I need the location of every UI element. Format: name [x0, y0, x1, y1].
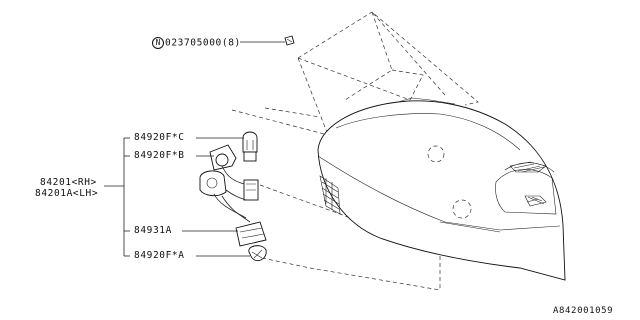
screw-n-mark: N — [152, 37, 164, 49]
reflector-hatch — [319, 175, 341, 215]
leader-lines — [104, 41, 285, 257]
socket-callout: 84931A — [134, 225, 172, 236]
screw-part — [284, 35, 295, 46]
lens-hatch — [509, 161, 547, 207]
bulb-c-part — [242, 131, 258, 162]
assembly-lh-callout: 84201A<LH> — [35, 188, 99, 199]
diagram-id: A842001059 — [553, 306, 614, 316]
screw-part-number: 023705000(8) — [165, 37, 241, 49]
bulb-c-callout: 84920F*C — [134, 132, 185, 143]
bulb-a-part — [248, 245, 267, 262]
bulb-b-callout: 84920F*B — [134, 150, 185, 161]
assembly-rh-callout: 84201<RH> — [40, 177, 97, 188]
socket-harness-part — [199, 144, 267, 247]
tail-lamp-housing — [317, 97, 566, 281]
bulb-a-callout: 84920F*A — [134, 250, 185, 261]
